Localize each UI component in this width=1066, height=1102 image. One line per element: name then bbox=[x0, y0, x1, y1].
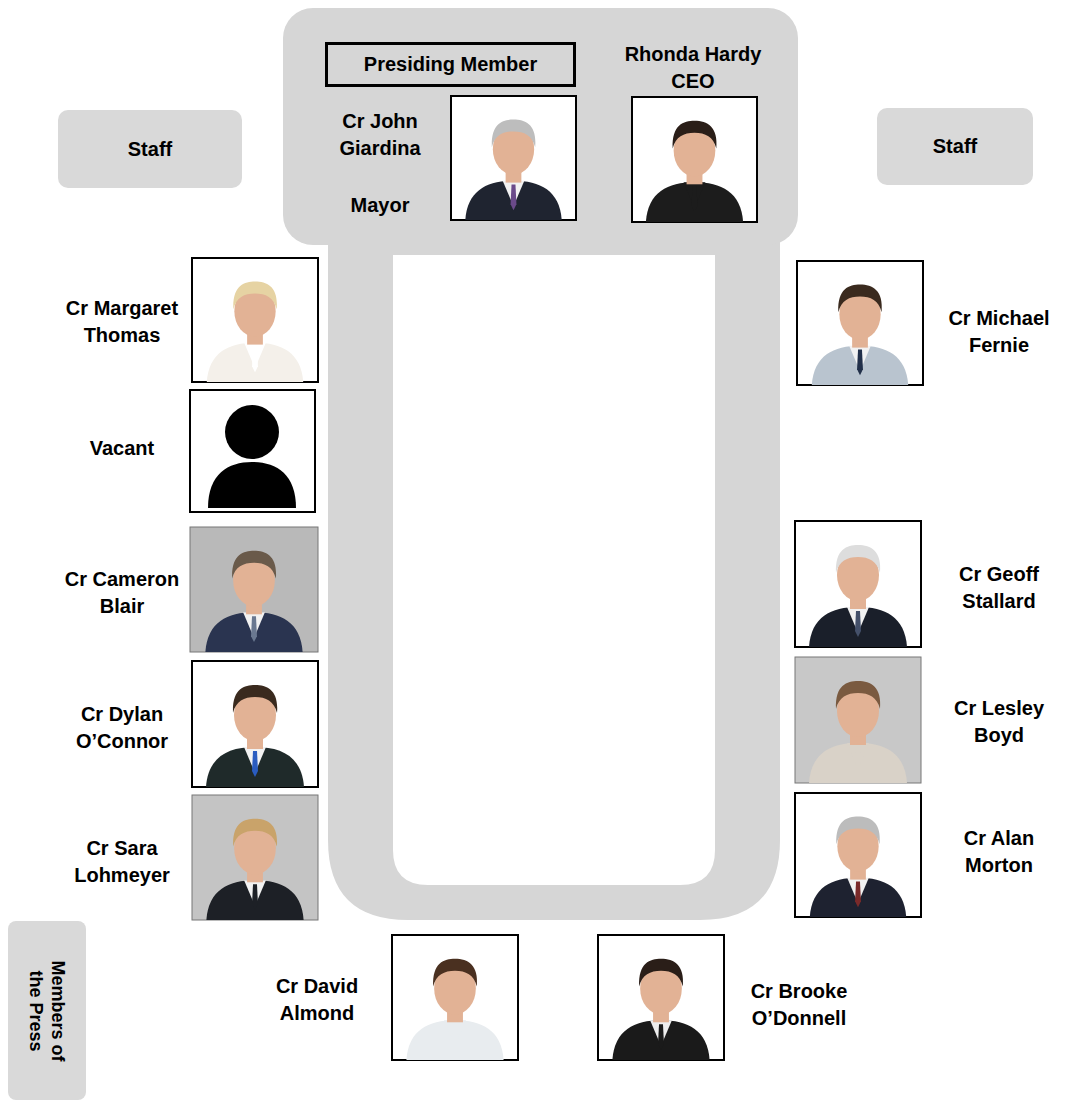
seat-name: Cr David Almond bbox=[252, 973, 382, 1027]
table-opening bbox=[393, 255, 715, 885]
seat-name: Staff bbox=[128, 136, 172, 163]
councillor-seat: Cr Sara Lohmeyer bbox=[57, 835, 187, 889]
mayor-seat: Cr John GiardinaMayor bbox=[318, 100, 442, 222]
portrait-photo bbox=[451, 96, 576, 220]
presiding-member-label: Presiding Member bbox=[325, 42, 576, 87]
seat-name: Cr Brooke O’Donnell bbox=[734, 978, 864, 1032]
seat-role: CEO bbox=[618, 68, 768, 95]
vacant-placeholder bbox=[190, 390, 315, 512]
councillor-seat: Cr Dylan O’Connor bbox=[57, 701, 187, 755]
portrait-photo bbox=[795, 657, 921, 783]
portrait-photo bbox=[192, 795, 318, 920]
councillor-seat: Cr Alan Morton bbox=[935, 825, 1063, 879]
portrait-photo bbox=[190, 527, 318, 652]
staff-area: Staff bbox=[58, 110, 242, 188]
councillor-seat: Cr David Almond bbox=[252, 973, 382, 1027]
councillor-seat: Cr Cameron Blair bbox=[57, 566, 187, 620]
councillor-seat: Cr Lesley Boyd bbox=[935, 695, 1063, 749]
portrait-photo bbox=[598, 935, 724, 1060]
seat-name: Staff bbox=[933, 133, 977, 160]
councillor-seat: Cr Brooke O’Donnell bbox=[734, 978, 864, 1032]
councillor-seat: Cr Geoff Stallard bbox=[935, 561, 1063, 615]
portrait-photo bbox=[392, 935, 518, 1060]
seat-name: Cr Alan Morton bbox=[935, 825, 1063, 879]
seat-name: Cr Geoff Stallard bbox=[935, 561, 1063, 615]
seat-name: Cr Lesley Boyd bbox=[935, 695, 1063, 749]
seat-name: Members of the Press bbox=[25, 955, 69, 1067]
councillor-seat: Cr Michael Fernie bbox=[935, 305, 1063, 359]
seat-name: Cr Cameron Blair bbox=[57, 566, 187, 620]
portrait-photo bbox=[795, 521, 921, 647]
seat-role: Mayor bbox=[318, 192, 442, 219]
seat-name: Cr Sara Lohmeyer bbox=[57, 835, 187, 889]
portrait-photo bbox=[192, 661, 318, 787]
ceo-seat: Rhonda HardyCEO bbox=[618, 36, 768, 98]
councillor-seat: Cr Margaret Thomas bbox=[57, 295, 187, 349]
seat-name: Cr John Giardina bbox=[318, 108, 442, 162]
vacant-seat: Vacant bbox=[57, 435, 187, 462]
dais-panel bbox=[283, 8, 798, 245]
seat-name: Vacant bbox=[57, 435, 187, 462]
portrait-photo bbox=[797, 261, 923, 385]
seat-name: Rhonda Hardy bbox=[618, 41, 768, 68]
portrait-photo bbox=[632, 97, 757, 222]
seat-name: Cr Dylan O’Connor bbox=[57, 701, 187, 755]
seat-name: Cr Margaret Thomas bbox=[57, 295, 187, 349]
seat-name: Cr Michael Fernie bbox=[935, 305, 1063, 359]
staff-area: Staff bbox=[877, 108, 1033, 185]
seat-name: Presiding Member bbox=[364, 51, 537, 78]
council-table bbox=[328, 230, 780, 920]
portrait-photo bbox=[192, 258, 318, 382]
press-area: Members of the Press bbox=[8, 921, 86, 1100]
portrait-photo bbox=[795, 793, 921, 917]
